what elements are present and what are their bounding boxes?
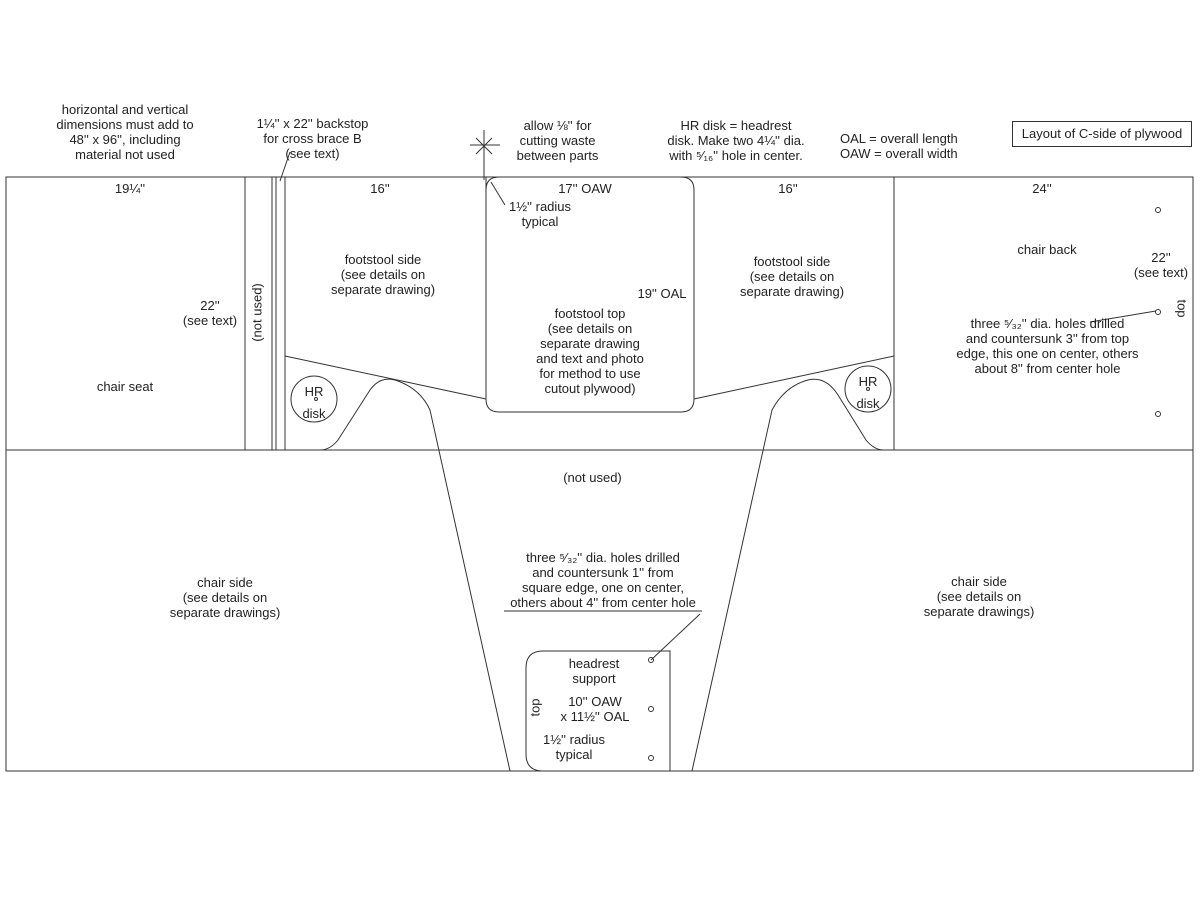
- headrest-hole-1: [648, 657, 654, 663]
- headrest-hole-leader: [650, 613, 701, 661]
- headrest-hole-3: [648, 755, 654, 761]
- chair-seat-label: chair seat: [96, 379, 154, 394]
- chair-back-hole-2: [1155, 309, 1161, 315]
- chair-back-top-label: top: [1174, 299, 1190, 318]
- chair-back-height: 22''(see text): [1133, 250, 1189, 280]
- footstool-side-left-bottom: [284, 355, 487, 400]
- chair-back-label: chair back: [1017, 242, 1077, 257]
- headrest-support-top-label: top: [527, 698, 543, 717]
- chair-seat-height: 22''(see text): [182, 298, 238, 328]
- headrest-hole-2: [648, 706, 654, 712]
- hr-disk-right: [844, 365, 892, 413]
- chair-back-hole-leader: [1089, 310, 1157, 323]
- footstool-side-right-bottom: [693, 355, 895, 400]
- chair-side-right-cutline: [691, 378, 894, 772]
- footstool-side-right-width: 16'': [778, 181, 798, 196]
- backstop-leader: [279, 151, 291, 182]
- hr-disk-left: [290, 375, 338, 423]
- footstool-top-length: 19'' OAL: [637, 286, 687, 301]
- not-used-strip-label: (not used): [249, 283, 265, 342]
- headrest-support-outline: [525, 650, 671, 772]
- chair-side-left-cutline: [285, 378, 511, 772]
- radius-leader: [490, 181, 506, 206]
- chair-back-width: 24'': [1032, 181, 1052, 196]
- chair-seat-width: 19¼'': [114, 181, 146, 196]
- drawing-title: Layout of C-side of plywood: [1012, 121, 1192, 147]
- middle-not-used-label: (not used): [563, 470, 622, 485]
- chair-back-hole-3: [1155, 411, 1161, 417]
- chair-back-hole-1: [1155, 207, 1161, 213]
- footstool-top-width: 17'' OAW: [558, 181, 612, 196]
- footstool-side-left-width: 16'': [370, 181, 390, 196]
